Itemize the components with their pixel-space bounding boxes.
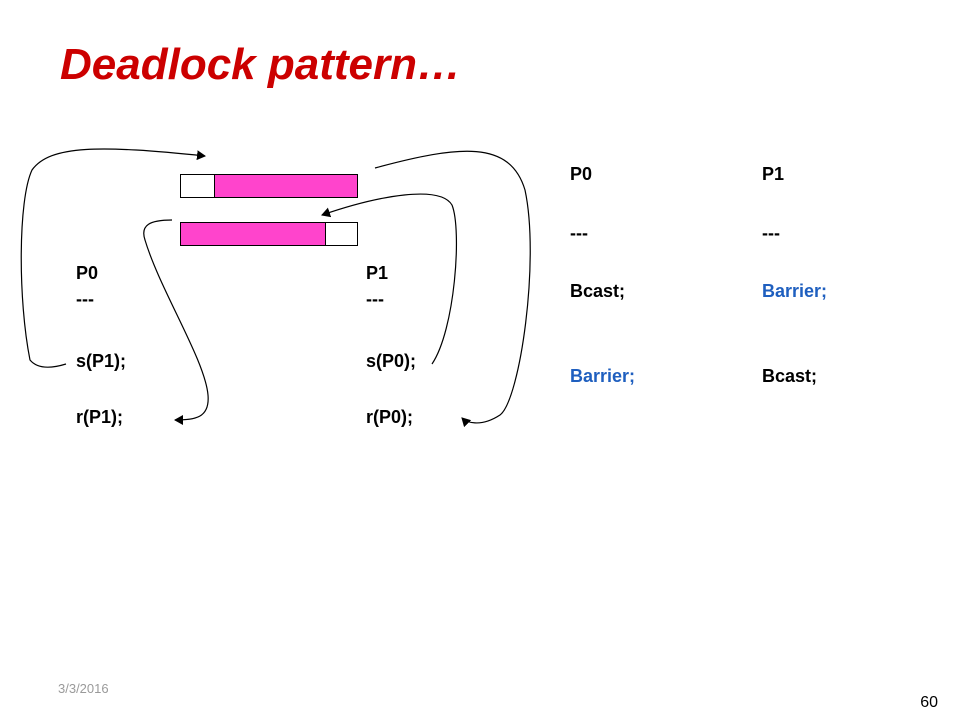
page-number: 60 [920,694,938,711]
ex2-p0-barrier: Barrier; [570,366,636,386]
buffer-top [180,174,358,198]
ex1-p0-separator: --- [76,289,94,309]
ex1-p0-name: P0 [76,263,99,283]
buffer-top-empty-cell [181,175,215,197]
ex2-p0-bcast: Bcast; [570,281,626,301]
ex1-p1-recv: r(P0); [366,407,414,427]
ex1-p1-send: s(P0); [366,351,417,371]
footer-date: 3/3/2016 [58,681,109,696]
arrow-buffer-to-p0-recv [143,219,209,425]
ex1-p1-name: P1 [366,263,389,283]
arrow-p0-send-to-buffer [20,148,206,368]
ex2-p1-bcast: Bcast; [762,366,818,386]
arrow-buffer-to-p1-recv [374,150,531,428]
ex1-p0-recv: r(P1); [76,407,124,427]
ex2-p0-name: P0 [570,164,593,184]
buffer-bottom-filled-cell [181,223,326,245]
ex2-p1-barrier: Barrier; [762,281,828,301]
ex1-p0-send: s(P1); [76,351,127,371]
ex2-p0-separator: --- [570,223,588,243]
ex1-p1-separator: --- [366,289,384,309]
buffer-bottom [180,222,358,246]
ex2-p1-name: P1 [762,164,785,184]
buffer-bottom-empty-cell [326,223,357,245]
buffer-top-filled-cell [215,175,357,197]
slide-title: Deadlock pattern… [60,40,461,89]
arrow-p1-send-to-buffer [321,193,458,365]
ex2-p1-separator: --- [762,223,780,243]
